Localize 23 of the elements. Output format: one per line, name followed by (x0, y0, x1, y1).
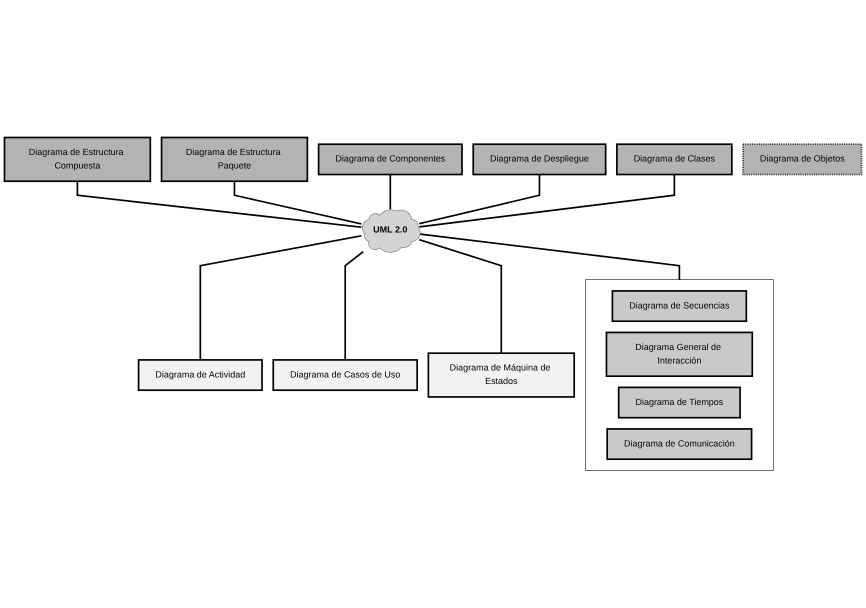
node-box: Diagrama de Despliegue (472, 143, 606, 176)
connector (419, 174, 540, 224)
node-box: Diagrama de Actividad (138, 359, 263, 392)
node-box: Diagrama de Estructura Compuesta (4, 136, 152, 182)
node-box: Diagrama General de Interacción (606, 332, 754, 378)
connector (419, 174, 676, 228)
node-box: Diagrama de Clases (616, 143, 733, 176)
node-box: Diagrama de Objetos (742, 143, 862, 176)
node-box: Diagrama de Secuencias (612, 290, 748, 322)
node-box: Diagrama de Tiempos (618, 386, 741, 419)
node-box: Diagrama de Casos de Uso (272, 359, 418, 392)
connector (199, 235, 362, 360)
connector (389, 174, 392, 210)
node-box: Diagrama de Estructura Paquete (160, 136, 308, 182)
connector (76, 181, 362, 228)
cluster (585, 279, 774, 471)
node-box: Diagrama de Componentes (318, 143, 463, 176)
node-box: Diagrama de Comunicación (606, 428, 752, 460)
node-box: Diagrama de Máquina de Estados (428, 352, 576, 398)
connector (418, 238, 502, 354)
connector (344, 251, 364, 360)
connector (419, 233, 680, 280)
connector (234, 181, 362, 225)
